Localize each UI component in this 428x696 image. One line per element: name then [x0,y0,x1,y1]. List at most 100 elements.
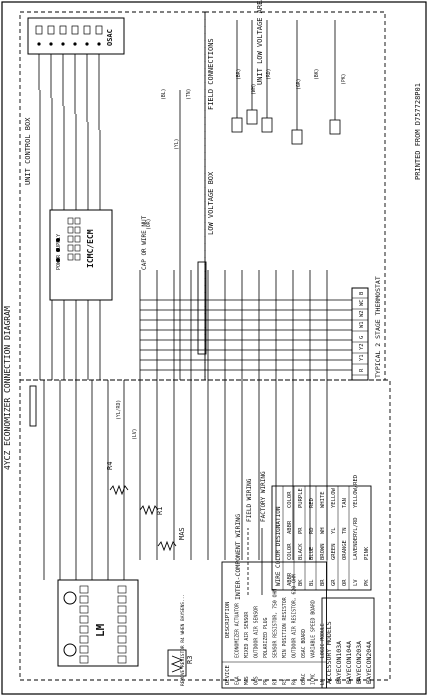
wire-color-tag: (PK) [341,73,347,85]
device-description: OUTDOOR AIR SENSOR [254,606,260,658]
legend-inter-component: INTER-COMPONENT WIRING [234,514,242,600]
wire-color-tag: (BL) [161,88,167,100]
r3-label: R3 [186,656,194,664]
device-description: MIN POSITION RESISTOR [282,597,288,658]
lm-terminal [117,645,127,654]
wire-color-cell: RD [309,527,315,534]
device-code: OSAC [301,673,307,685]
wire-color-header: ABBR [287,572,293,586]
accessory-model: BAYECON203A [355,641,363,684]
device-code: MAS [244,676,250,685]
wire-color-cell: BL [309,579,315,586]
thermostat-terminal-label: Y2 [359,343,365,350]
accessory-title: ACCESSORY MODELS [325,621,333,684]
wire-color-table-frame [271,485,372,591]
osac-connector [27,17,125,55]
osac-pin-dot [61,42,65,46]
osac-pins [35,25,103,46]
accessory-table-frame [321,597,375,689]
lm-terminal [79,595,89,604]
wire-color-cell: TN [342,527,348,534]
lm-terminal [117,585,127,594]
osac-pin-dot [49,42,53,46]
wire-color-tag: (WH) [251,83,257,95]
wire-color-header: ABBR [287,520,293,534]
lm-terminal [117,595,127,604]
wire-color-tag: (LV) [132,428,138,440]
osac-pin [59,25,67,35]
wire-color-cell: LAVENDER [353,533,359,560]
lm-terminal [79,645,89,654]
wire-color-tag: (TN) [186,88,192,100]
thermostat-terminal-label: G [359,336,365,339]
cap-wire-nut-label: CAP OR WIRE NUT [141,215,148,270]
icmc-pin [67,235,74,243]
icmc-label: ICMC/ECM [86,229,95,268]
osac-pin [83,25,91,35]
printed-from-note: PRINTED FROM D757728P01 [414,83,422,180]
accessory-model: BAYECON204A [365,641,373,684]
wire-color-cell: BLUE [309,547,315,560]
wire-color-cell: OR [342,579,348,586]
osac-pin-dot [85,42,89,46]
icmc-sub-label: POWER SUPPLY [56,234,62,270]
wire-color-cell: LV [353,579,359,586]
lm-terminal [117,635,127,644]
device-description: SENSOR RESISTOR, 750 OHM [273,589,279,658]
logic-module-label: LM [94,623,107,637]
wire-color-cell: TAN [342,498,348,508]
device-code: ECA [235,676,241,685]
lm-terminal [117,625,127,634]
osac-pin-dot [73,42,77,46]
wire-color-cell: RED [309,498,315,508]
mixed-air-sensor: MAS [157,527,186,552]
r4-label: R4 [106,462,114,470]
mas-label: MAS [178,527,186,540]
resistor-r1: R1 [139,504,164,516]
device-description: POLARIZED PLUG [263,617,269,658]
device-description: OUTDOOR AIR RESISTOR, 620 OHM [292,574,298,658]
lm-terminal [79,655,89,664]
thermostat-title: TYPICAL 2 STAGE THERMOSTAT [374,276,382,378]
wire-color-cell: BK [298,579,304,586]
thermostat-terminal-label: W1 [359,321,365,328]
device-header: DEVICE [225,665,231,685]
wire-color-cell: WHITE [320,491,326,508]
unit-control-box-label: UNIT CONTROL BOX [24,117,32,185]
resistor-r3: R3 [167,649,194,677]
wire-color-cell: PINK [364,546,370,560]
osac-pin-dot [37,42,41,46]
device-code: R1 [273,679,279,685]
wire-color-tag: (GR) [296,78,302,90]
lm-terminal [117,615,127,624]
wire-color-cell: GREEN [331,543,337,560]
lv-connector [246,109,258,125]
icmc-dot [56,258,60,262]
legend-factory-wiring: FACTORY WIRING [260,471,267,522]
polarized-plug [29,385,37,427]
lm-knob-top [63,591,77,605]
icmc-pin [67,244,74,252]
wire-color-cell: YL/RD [353,517,359,534]
wire-color-tag: (YL/RD) [116,400,122,420]
device-code: LM [320,679,326,685]
low-voltage-connectors [231,20,341,145]
unit-control-box-frame [19,11,206,381]
icmc-pin [67,253,74,261]
wiring-legend: INTER-COMPONENT WIRING FIELD WIRING FACT… [234,471,267,600]
legend-field-wiring: FIELD WIRING [246,478,253,522]
wire-color-cell: YL [331,527,337,534]
lm-terminal [79,625,89,634]
osac-pin [35,25,43,35]
wire-color-cell: PK [364,579,370,586]
wire-color-cell: PURPLE [298,488,304,508]
osac-pin-dot [97,42,101,46]
wire-color-cell: WH [320,527,326,534]
economizer-frame [19,379,391,681]
